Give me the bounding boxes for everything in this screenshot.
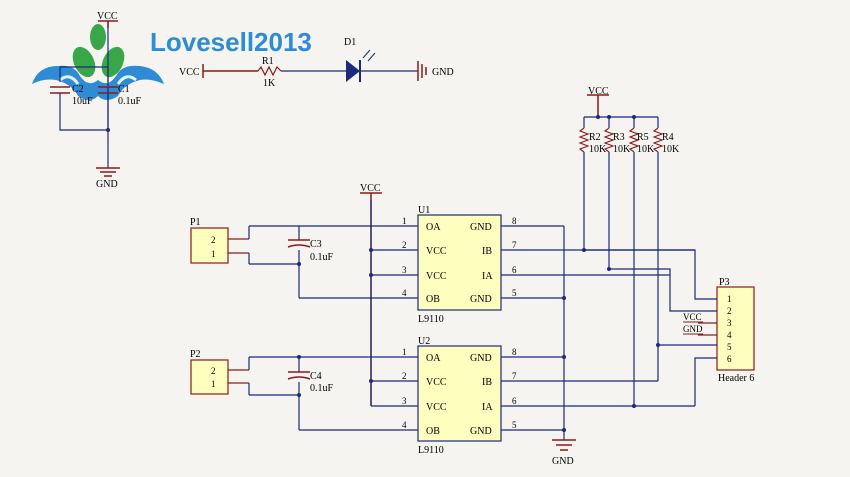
p2-connector — [190, 355, 311, 430]
u2-pin5-name: GND — [470, 426, 492, 437]
r2-ref: R2 — [589, 132, 601, 143]
d1-ref: D1 — [344, 37, 356, 48]
bottom-gnd-label: GND — [552, 456, 574, 467]
u2-pin4-name: OB — [426, 426, 440, 437]
u1-pin3-name: VCC — [426, 271, 447, 282]
p3-pin6: 6 — [727, 354, 732, 364]
c3-value: 0.1uF — [310, 252, 334, 263]
u2-pin4-num: 4 — [402, 420, 407, 430]
c4-ref: C4 — [310, 371, 322, 382]
u1-pin1-name: OA — [426, 222, 441, 233]
u1-pin5-name: GND — [470, 294, 492, 305]
p3-pin1: 1 — [727, 294, 732, 304]
p3-vcc-net: VCC — [683, 312, 702, 322]
u2-pin6-num: 6 — [512, 396, 517, 406]
u1-pin2-name: VCC — [426, 246, 447, 257]
u2-pin1-num: 1 — [402, 347, 407, 357]
p1-connector — [190, 225, 371, 298]
u1-pin4-name: OB — [426, 294, 440, 305]
u1-chip — [299, 214, 695, 311]
c2-ref: C2 — [72, 84, 84, 95]
u1-pin7-name: IB — [482, 246, 492, 257]
c2-value: 10uF — [72, 96, 93, 107]
decoupling-caps — [50, 20, 120, 177]
p3-name: Header 6 — [718, 373, 754, 384]
u2-pin8-num: 8 — [512, 347, 517, 357]
u2-ref: U2 — [418, 336, 430, 347]
u2-chip — [249, 345, 695, 442]
u1-pin3-num: 3 — [402, 265, 407, 275]
p3-header — [582, 248, 755, 408]
r5-ref: R5 — [637, 132, 649, 143]
u1-pin8-num: 8 — [512, 216, 517, 226]
p3-pin3: 3 — [727, 318, 732, 328]
p1-pin1: 1 — [211, 249, 216, 259]
u2-pin3-num: 3 — [402, 396, 407, 406]
logo-text: Lovesell2013 — [150, 27, 312, 57]
p2-pin1: 1 — [211, 379, 216, 389]
u1-pin2-num: 2 — [402, 240, 407, 250]
p1-ref: P1 — [190, 217, 201, 228]
p3-pin2: 2 — [727, 306, 732, 316]
u1-pin7-num: 7 — [512, 240, 517, 250]
c3-ref: C3 — [310, 239, 322, 250]
u1-part: L9110 — [418, 314, 444, 325]
pullup-network — [578, 94, 664, 406]
p3-pin4: 4 — [727, 330, 732, 340]
r1-ref: R1 — [262, 56, 274, 67]
r2-value: 10K — [589, 144, 607, 155]
r1-value: 1K — [263, 78, 276, 89]
c4-value: 0.1uF — [310, 383, 334, 394]
r3-value: 10K — [613, 144, 631, 155]
u2-pin8-name: GND — [470, 353, 492, 364]
u1-ref: U1 — [418, 205, 430, 216]
p3-pin5: 5 — [727, 342, 732, 352]
p3-gnd-net: GND — [683, 324, 703, 334]
u2-pin3-name: VCC — [426, 402, 447, 413]
led-vcc-label: VCC — [179, 67, 200, 78]
u2-pin7-name: IB — [482, 377, 492, 388]
logo-icon — [32, 24, 164, 100]
p3-ref: P3 — [719, 277, 730, 288]
u2-pin1-name: OA — [426, 353, 441, 364]
u2-pin2-num: 2 — [402, 371, 407, 381]
r4-value: 10K — [662, 144, 680, 155]
u1-pin6-name: IA — [482, 271, 493, 282]
u1-pin1-num: 1 — [402, 216, 407, 226]
r3-ref: R3 — [613, 132, 625, 143]
u1-pin4-num: 4 — [402, 288, 407, 298]
u1-pin5-num: 5 — [512, 288, 517, 298]
u2-pin2-name: VCC — [426, 377, 447, 388]
top-gnd-label: GND — [96, 179, 118, 190]
u2-pin5-num: 5 — [512, 420, 517, 430]
u2-part: L9110 — [418, 445, 444, 456]
pullup-vcc-label: VCC — [588, 86, 609, 97]
p2-pin2: 2 — [211, 366, 216, 376]
top-vcc-label: VCC — [97, 11, 118, 22]
c1-value: 0.1uF — [118, 96, 142, 107]
r4-ref: R4 — [662, 132, 674, 143]
chip-vcc-label: VCC — [360, 183, 381, 194]
gnd-bus — [552, 226, 576, 451]
led-gnd-label: GND — [432, 67, 454, 78]
chip-vcc-rail — [360, 192, 382, 406]
u2-pin7-num: 7 — [512, 371, 517, 381]
led-circuit — [202, 49, 427, 82]
u1-pin8-name: GND — [470, 222, 492, 233]
c1-ref: C1 — [118, 84, 130, 95]
u2-pin6-name: IA — [482, 402, 493, 413]
u1-pin6-num: 6 — [512, 265, 517, 275]
p2-ref: P2 — [190, 349, 201, 360]
p1-pin2: 2 — [211, 235, 216, 245]
r5-value: 10K — [637, 144, 655, 155]
